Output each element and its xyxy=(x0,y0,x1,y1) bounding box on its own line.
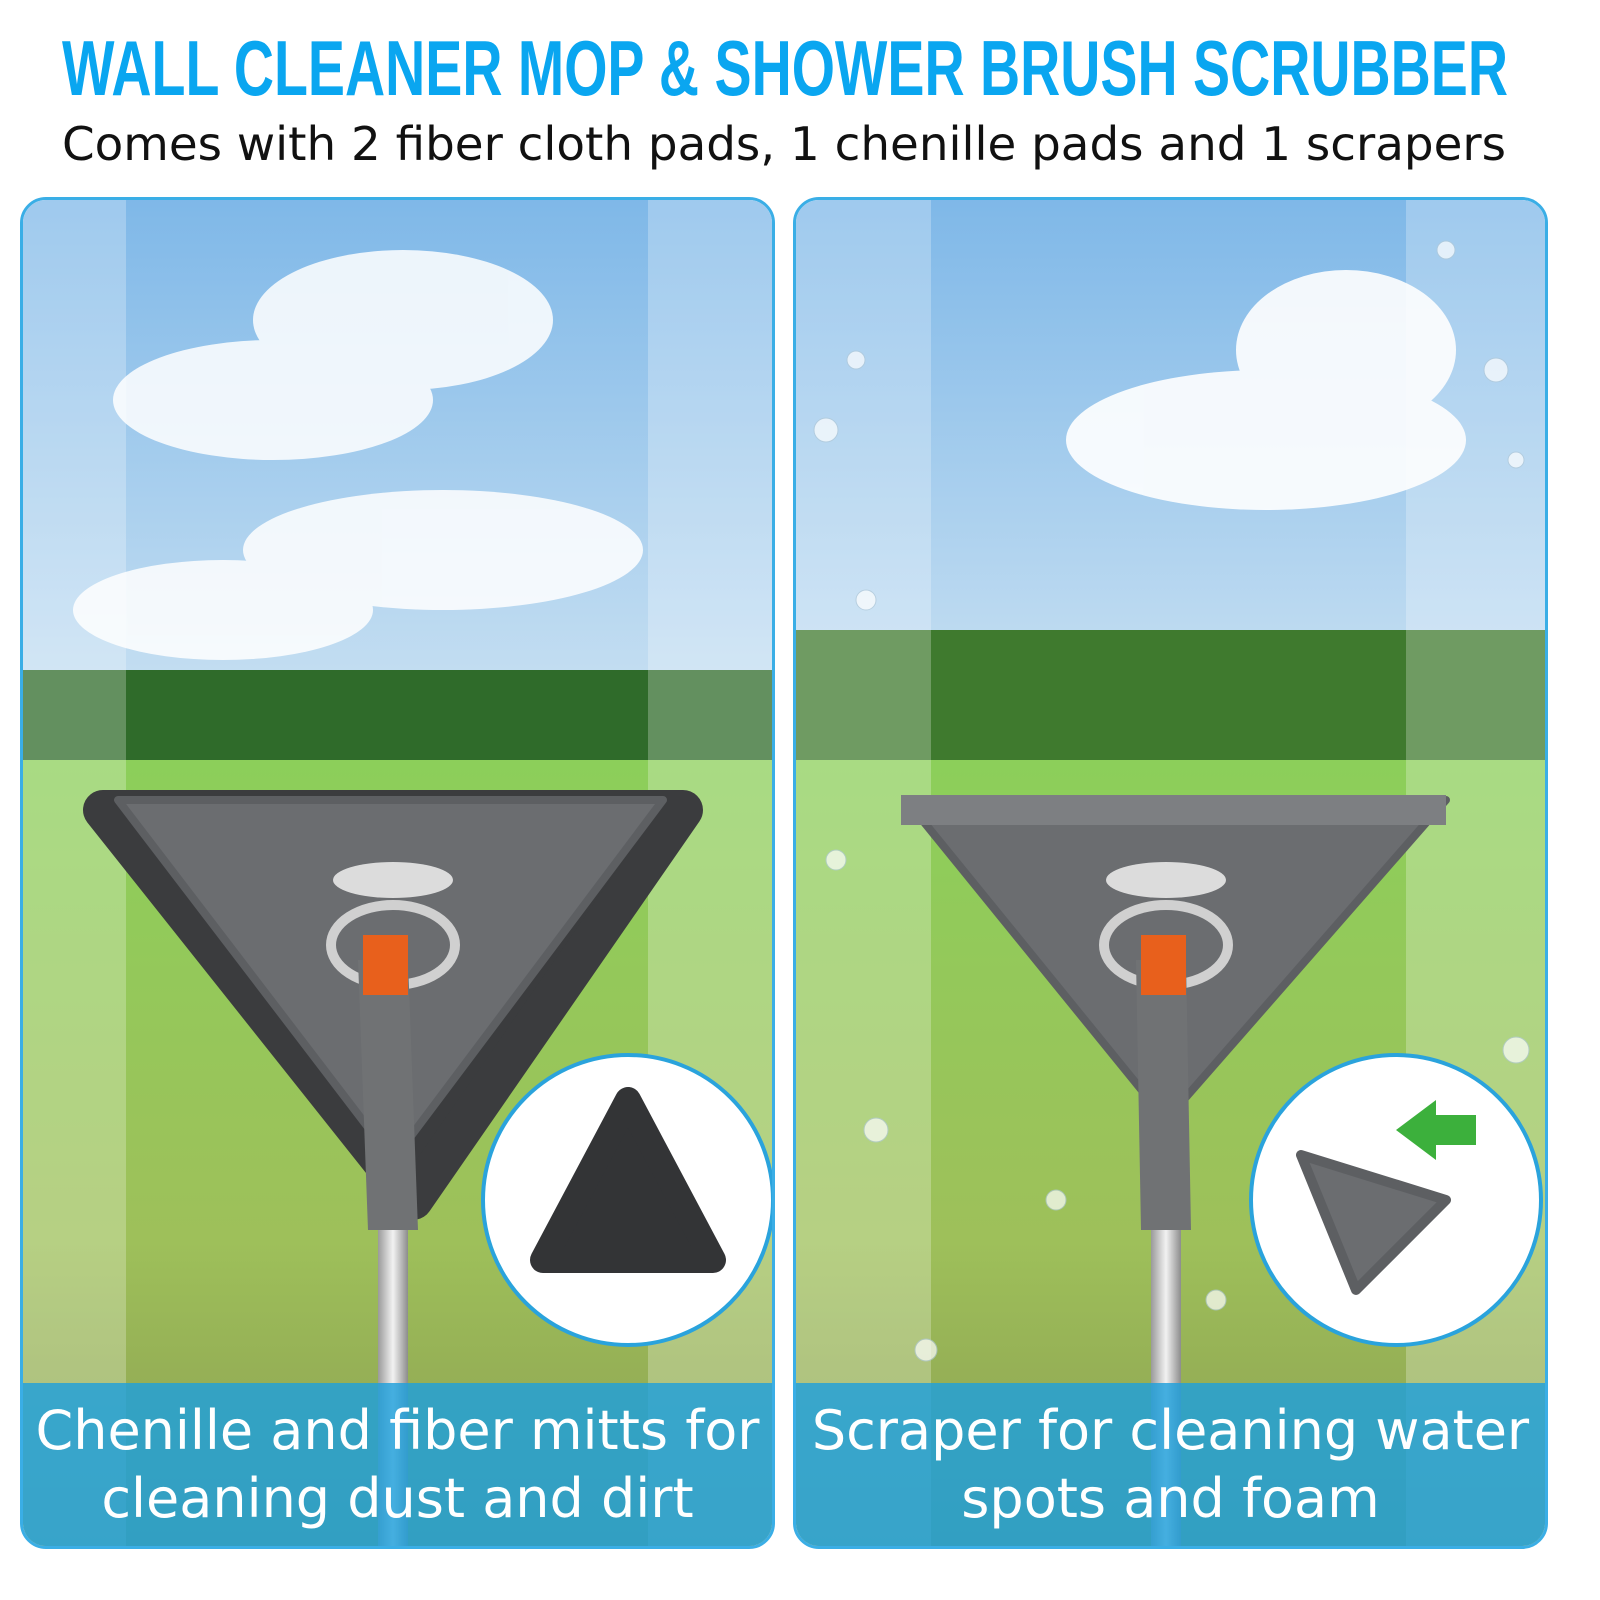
tree-line xyxy=(23,670,772,770)
caption-line: spots and foam xyxy=(961,1466,1380,1530)
svg-text:WALL CLEANER MOP & SHOWER BRUS: WALL CLEANER MOP & SHOWER BRUSH SCRUBBER xyxy=(62,24,1508,110)
tree-line xyxy=(796,630,1545,770)
clouds xyxy=(1066,270,1466,510)
orange-joint xyxy=(1141,935,1186,995)
caption-line: cleaning dust and dirt xyxy=(101,1466,694,1530)
page-subtitle: Comes with 2 fiber cloth pads, 1 chenill… xyxy=(62,117,1506,171)
caption-line: Scraper for cleaning water xyxy=(811,1398,1530,1462)
scraper-scene xyxy=(796,200,1545,1546)
caption-line: Chenille and fiber mitts for xyxy=(35,1398,760,1462)
svg-text:Comes with 2 fiber cloth pads,: Comes with 2 fiber cloth pads, 1 chenill… xyxy=(62,117,1506,171)
water-drops xyxy=(813,240,1530,1362)
clouds xyxy=(73,250,643,660)
arrow-left-icon xyxy=(1396,1100,1476,1160)
page-title: WALL CLEANER MOP & SHOWER BRUSH SCRUBBER xyxy=(62,24,1508,110)
scraper-blade xyxy=(901,795,1446,825)
orange-joint xyxy=(363,935,408,995)
chenille-scene xyxy=(23,200,772,1546)
